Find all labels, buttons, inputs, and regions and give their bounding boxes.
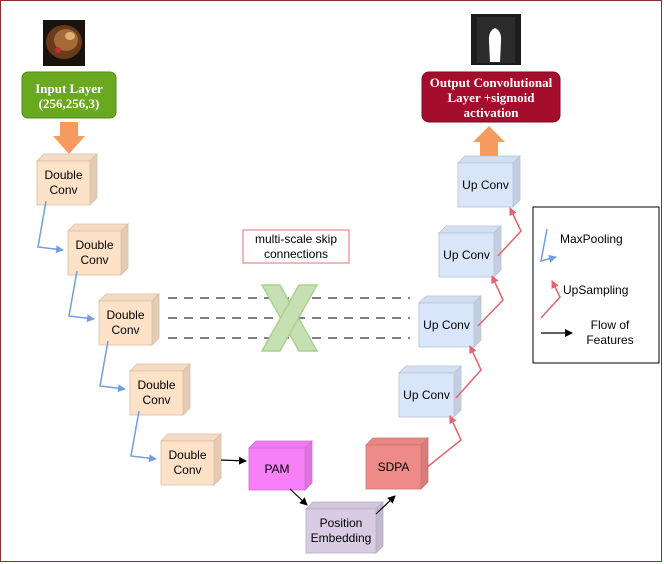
maxpooling-arrows bbox=[37, 200, 157, 463]
sdpa-block bbox=[365, 437, 429, 490]
input-down-arrow bbox=[53, 122, 85, 154]
output-mask-thumbnail bbox=[471, 14, 521, 65]
up-conv-block-2 bbox=[418, 295, 482, 348]
skip-x-symbol bbox=[260, 284, 319, 352]
up-conv-block-3 bbox=[438, 225, 502, 278]
double-conv-block-4 bbox=[129, 363, 191, 416]
double-conv-block-3 bbox=[98, 293, 160, 346]
output-up-arrow bbox=[473, 126, 505, 156]
output-layer-box bbox=[421, 71, 561, 123]
position-embedding-block bbox=[305, 501, 384, 554]
pam-block bbox=[248, 440, 313, 491]
input-layer-box bbox=[21, 71, 117, 119]
legend-box bbox=[532, 206, 660, 364]
up-conv-block-1 bbox=[398, 365, 462, 418]
input-thumbnail bbox=[43, 20, 85, 66]
legend-maxpooling-symbol bbox=[540, 228, 557, 263]
upsampling-arrows bbox=[425, 207, 522, 469]
double-conv-block-1 bbox=[36, 153, 98, 206]
double-conv-block-5 bbox=[160, 433, 222, 486]
up-conv-block-4 bbox=[457, 155, 521, 208]
double-conv-block-2 bbox=[67, 223, 129, 276]
flow-arrows bbox=[220, 456, 396, 515]
skip-label-box bbox=[242, 229, 350, 264]
legend-upsampling-symbol bbox=[540, 280, 561, 319]
